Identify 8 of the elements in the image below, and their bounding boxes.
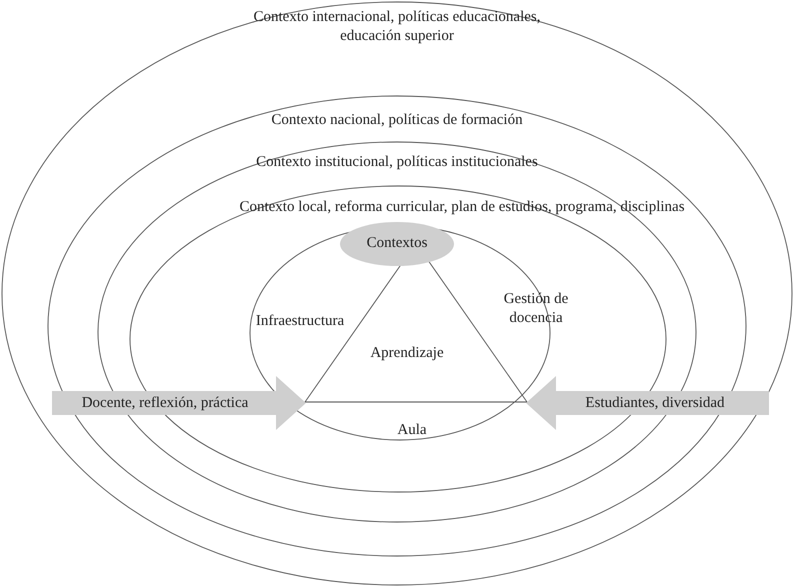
label-text: Docente, reflexión, práctica — [82, 395, 248, 411]
label-text: Aula — [397, 422, 427, 438]
label-text: Contextos — [366, 235, 428, 251]
label-text: Infraestructura — [256, 313, 344, 329]
label-text: Estudiantes, diversidad — [585, 395, 725, 411]
label-text: Aprendizaje — [370, 345, 444, 361]
label-text: Contexto institucional, políticas institucionales — [256, 154, 538, 170]
label-text: Contexto nacional, políticas de formación — [271, 112, 523, 128]
